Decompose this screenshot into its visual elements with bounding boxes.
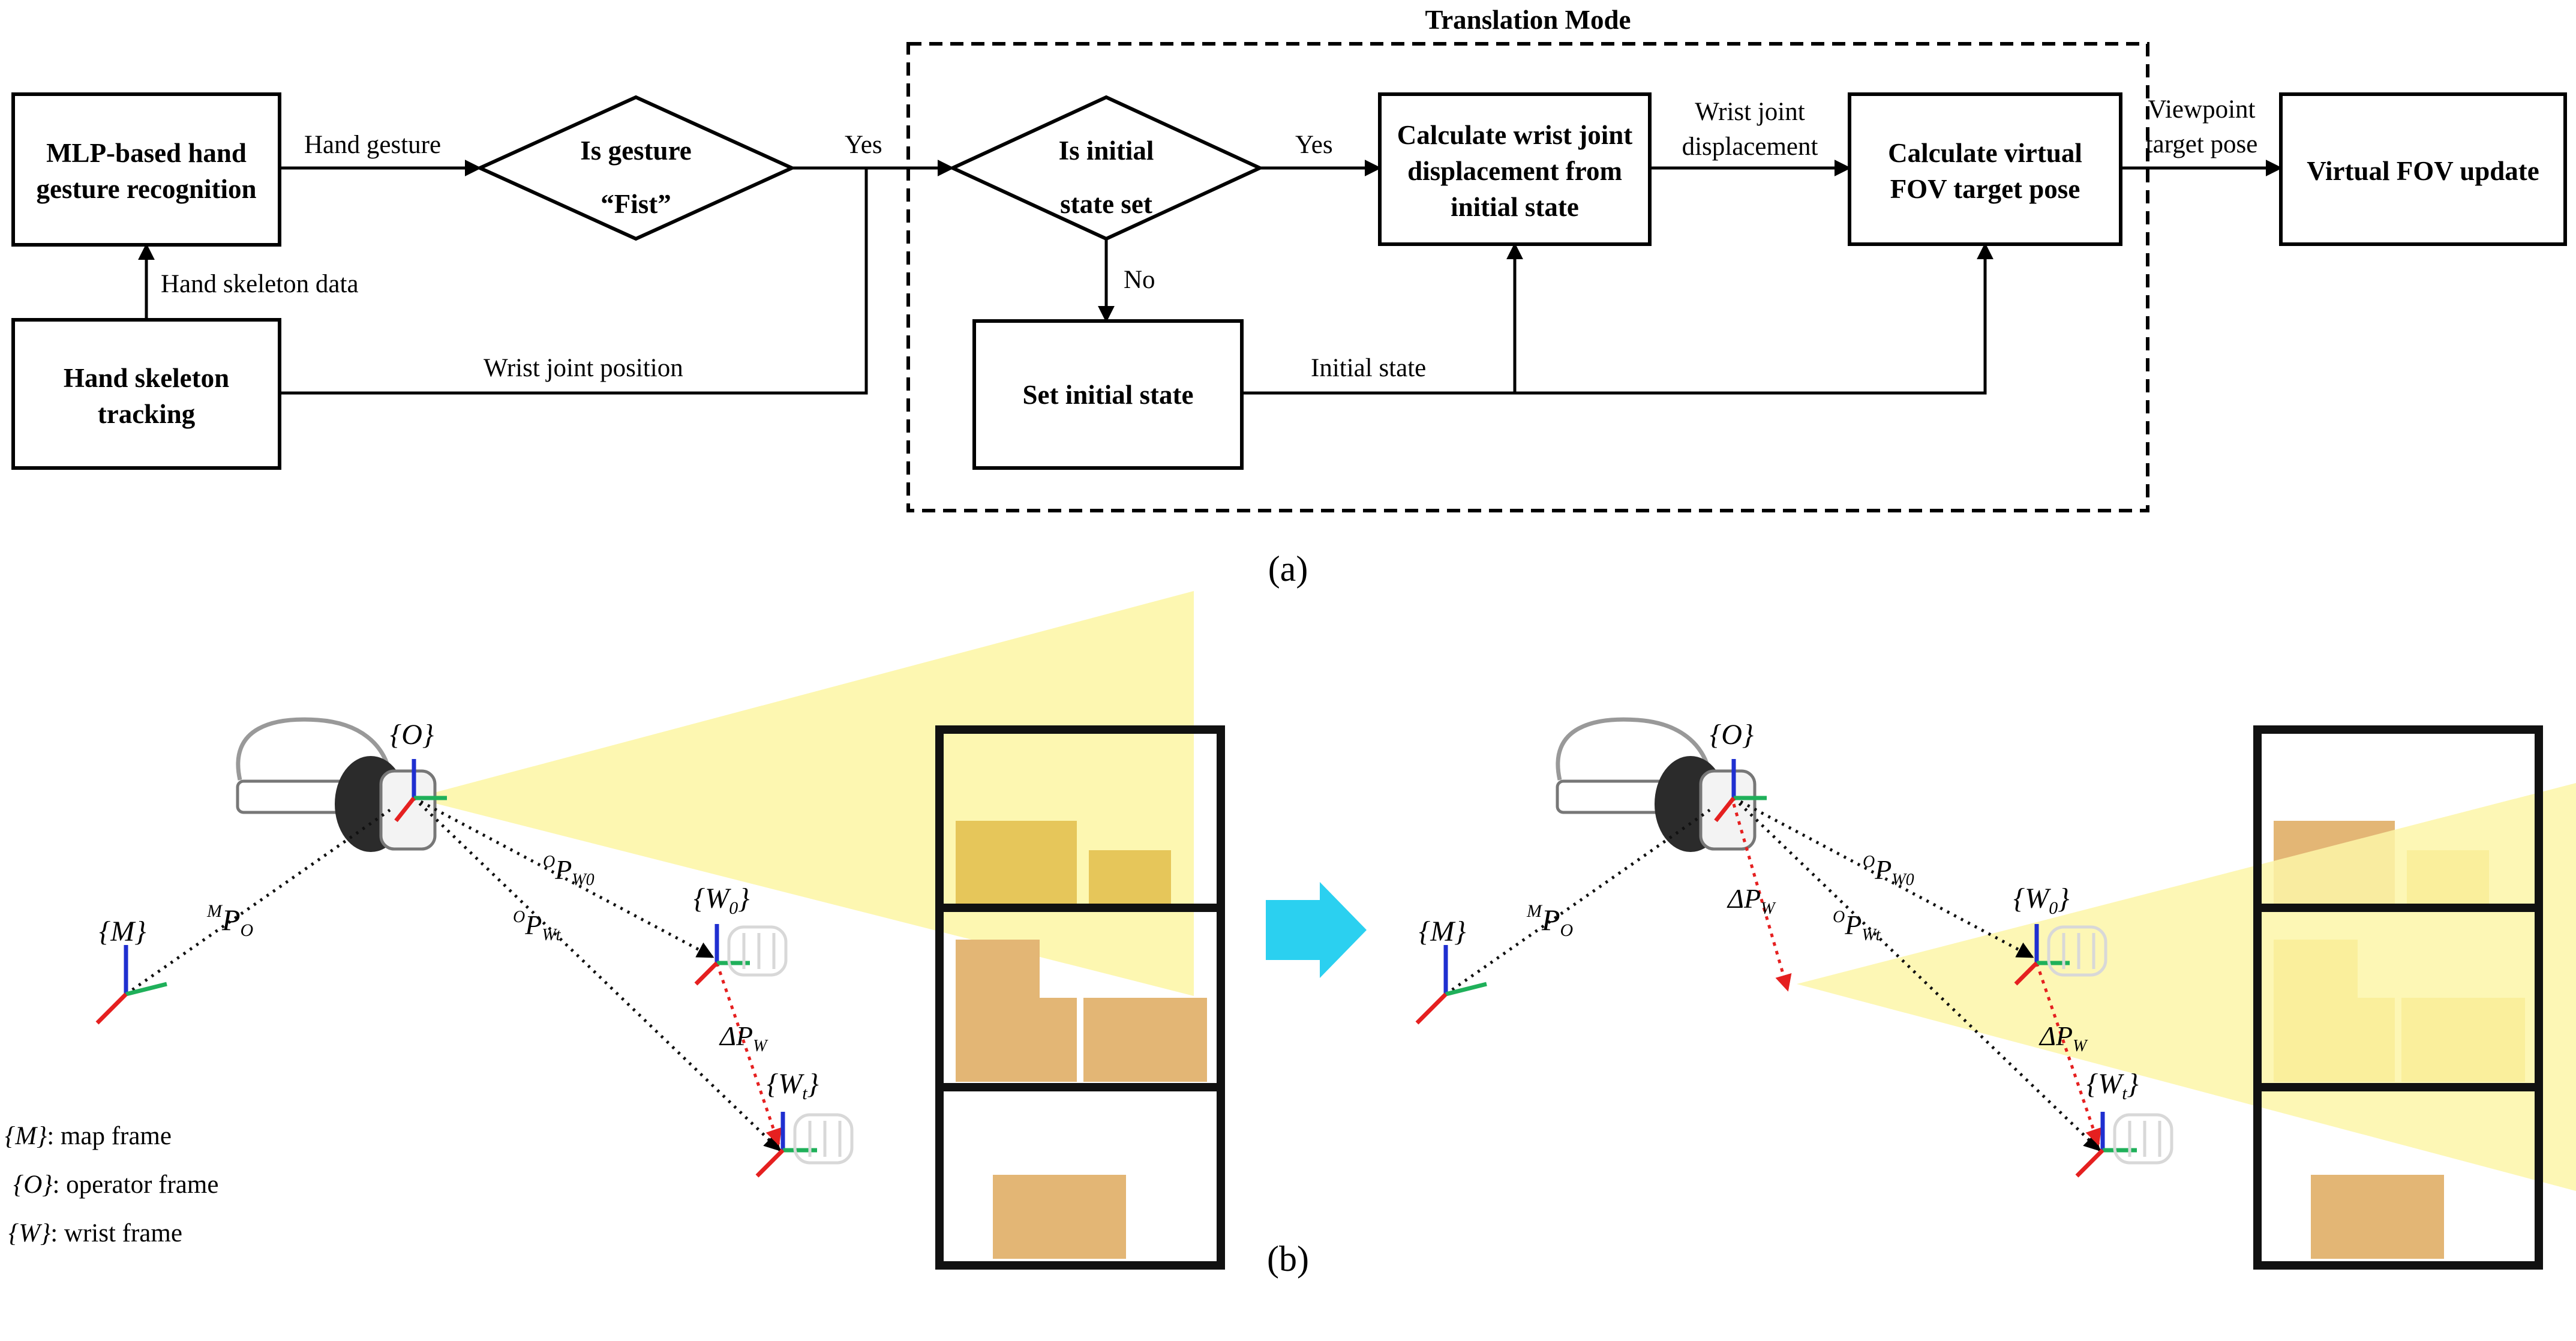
left-fist-icon-wt (793, 1113, 854, 1165)
right-label-frame-w0: {W0} (2013, 883, 2069, 918)
left-scene: {O} {M} {W0} {Wt} MPO OPW0 OPWt ΔPW (95, 591, 1225, 1270)
set-initial-state-box: Set initial state (972, 319, 1244, 470)
tracking-box-line-1: Hand skeleton (64, 363, 229, 393)
right-label-delta-pw-view: ΔPW (1727, 883, 1776, 918)
label-viewpoint-target-pose-2: target pose (2146, 130, 2258, 158)
left-vr-headset-icon (236, 717, 437, 852)
label-wrist-joint-position: Wrist joint position (484, 354, 683, 382)
illustration: {O} {M} {W0} {Wt} MPO OPW0 OPWt ΔPW (5, 591, 2576, 1279)
left-frame-m-axes (95, 945, 167, 1025)
caption-a: (a) (1268, 549, 1308, 589)
calc-wrist-line-2: displacement from (1407, 156, 1622, 186)
left-label-frame-o: {O} (390, 719, 434, 751)
left-label-opwt: OPWt (513, 908, 562, 944)
label-wrist-joint-displacement-1: Wrist joint (1695, 98, 1805, 126)
right-vector-mpo (1445, 808, 1711, 996)
calc-fov-line-1: Calculate virtual (1888, 138, 2082, 168)
label-yes-2: Yes (1295, 131, 1333, 159)
label-initial-state: Initial state (1311, 354, 1426, 382)
right-fist-icon-wt (2113, 1113, 2173, 1165)
left-label-frame-wt: {Wt} (767, 1068, 819, 1103)
mlp-gesture-recognition-box: MLP-based hand gesture recognition (11, 92, 281, 247)
right-label-opw0: OPW0 (1863, 853, 1914, 889)
left-label-frame-m: {M} (99, 916, 146, 947)
left-frame-wt-axes (755, 1112, 817, 1178)
calc-fov-line-2: FOV target pose (1890, 174, 2080, 204)
right-shelf-frame (2253, 725, 2543, 1270)
right-vector-opw0 (1733, 796, 2034, 959)
right-scene: {O} {M} {W0} {Wt} MPO OPW0 OPWt ΔPW ΔPW (1415, 717, 2576, 1270)
hand-skeleton-tracking-box: Hand skeleton tracking (11, 318, 281, 470)
mlp-box-line-1: MLP-based hand (46, 138, 247, 168)
label-wrist-joint-displacement-2: displacement (1682, 133, 1818, 161)
translation-mode-label: Translation Mode (1425, 5, 1631, 35)
left-label-delta-pw: ΔPW (719, 1021, 768, 1055)
calc-wrist-line-1: Calculate wrist joint (1397, 120, 1632, 150)
calculate-virtual-fov-box: Calculate virtual FOV target pose (1848, 92, 2122, 246)
is-gesture-fist-decision: Is gesture “Fist” (475, 95, 797, 241)
set-initial-line-1: Set initial state (1023, 380, 1194, 410)
tracking-box-line-2: tracking (98, 399, 196, 429)
left-vector-mpo (125, 808, 391, 996)
label-no: No (1124, 266, 1155, 294)
calc-wrist-line-3: initial state (1451, 192, 1579, 222)
right-label-frame-o: {O} (1710, 719, 1754, 751)
right-label-opwt: OPWt (1833, 908, 1881, 944)
left-shelf (935, 725, 1225, 1270)
left-fist-icon-w0 (727, 925, 788, 977)
legend-item: {M}: map frame (5, 1122, 172, 1150)
translation-mode-frame (906, 42, 2149, 512)
right-frame-wt-axes (2075, 1112, 2137, 1178)
virtual-fov-update-box: Virtual FOV update (2279, 92, 2567, 246)
left-vector-delta (715, 962, 782, 1146)
is-initial-line-2: state set (1060, 189, 1152, 219)
right-label-frame-m: {M} (1419, 916, 1466, 947)
label-hand-skeleton-data: Hand skeleton data (161, 270, 359, 298)
right-label-mpo: MPO (1526, 901, 1573, 940)
is-initial-line-1: Is initial (1059, 136, 1154, 166)
frame-legend: {M}: map frame {O}: operator frame {W}: … (5, 1122, 218, 1247)
caption-b: (b) (1267, 1239, 1309, 1279)
right-vector-opwt (1733, 797, 2101, 1151)
right-label-frame-wt: {Wt} (2086, 1068, 2139, 1103)
left-frame-o-axes (394, 759, 447, 823)
left-vector-opw0 (413, 796, 714, 959)
legend-item: {O}: operator frame (13, 1171, 218, 1199)
fov-update-line-1: Virtual FOV update (2307, 156, 2539, 186)
left-vector-opwt (413, 797, 782, 1151)
right-frame-m-axes (1415, 945, 1487, 1025)
is-fist-line-2: “Fist” (601, 189, 671, 219)
is-fist-line-1: Is gesture (580, 136, 691, 166)
transition-arrow-icon (1266, 882, 1367, 978)
is-initial-state-set-decision: Is initial state set (948, 95, 1265, 241)
right-fov-cone (1797, 783, 2576, 1191)
mlp-box-line-2: gesture recognition (36, 174, 256, 204)
edge-initial-state-to-fov (1242, 242, 1993, 395)
right-frame-o-axes (1714, 759, 1767, 823)
right-vr-headset-icon (1556, 717, 1757, 852)
left-label-mpo: MPO (206, 901, 253, 940)
calculate-wrist-displacement-box: Calculate wrist joint displacement from … (1378, 92, 1652, 246)
edge-tracking-wrist-position (280, 168, 868, 395)
left-label-frame-w0: {W0} (693, 883, 749, 918)
flowchart: Translation Mode MLP-based hand gesture … (11, 5, 2567, 589)
label-viewpoint-target-pose-1: Viewpoint (2148, 95, 2256, 124)
left-label-opw0: OPW0 (543, 853, 595, 889)
right-fist-icon-w0 (2047, 925, 2107, 977)
legend-item: {W}: wrist frame (8, 1219, 182, 1247)
label-yes-1: Yes (845, 131, 882, 159)
label-hand-gesture: Hand gesture (304, 131, 441, 159)
